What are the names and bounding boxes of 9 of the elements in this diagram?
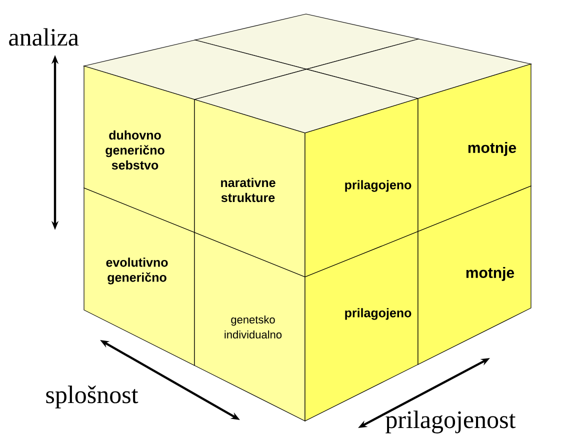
cube-cell: narativne strukture — [194, 99, 306, 278]
cube-cell: motnje — [418, 186, 532, 365]
cube-cell: prilagojeno — [304, 98, 418, 278]
axis-label: analiza — [9, 28, 79, 46]
cube-cell: genetsko individualno — [194, 232, 306, 422]
cube-cell: evolutivno generično — [84, 188, 195, 366]
cube-cell: duhovno generično sebstvo — [84, 66, 195, 233]
axis-label: splošnost — [46, 386, 138, 408]
cube-cell: motnje — [418, 64, 532, 232]
